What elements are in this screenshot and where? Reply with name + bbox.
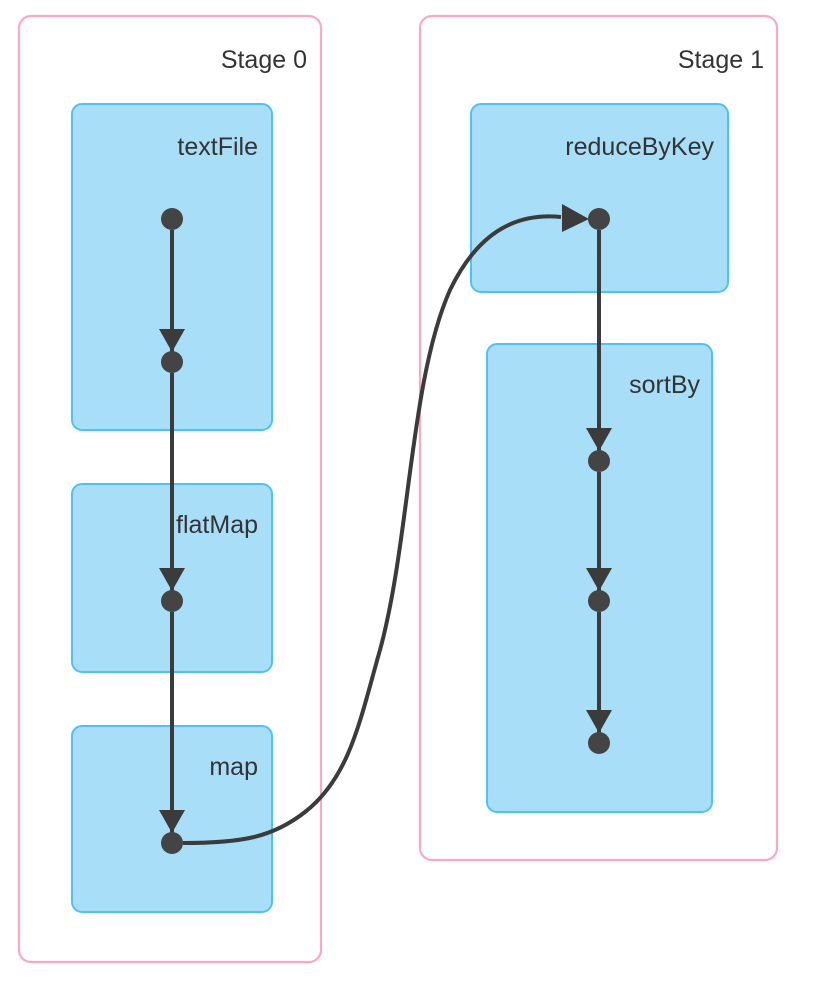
operation-reducebykey[interactable]: reduceByKey: [470, 103, 729, 293]
rdd-node-2[interactable]: [161, 590, 183, 612]
arrowhead-down-rdd2: [159, 568, 185, 591]
arrowheads-layer: [159, 204, 612, 833]
arrowhead-down-rdd6: [586, 568, 612, 591]
stage-1-label: Stage 1: [678, 46, 764, 74]
operation-reducebykey-label: reduceByKey: [565, 133, 714, 161]
operation-sortby-label: sortBy: [629, 371, 700, 399]
rdd-node-0[interactable]: [161, 208, 183, 230]
rdd-node-3[interactable]: [161, 832, 183, 854]
arrowhead-down-rdd7: [586, 710, 612, 733]
rdd-node-4[interactable]: [588, 208, 610, 230]
operation-flatmap-label: flatMap: [176, 511, 258, 539]
rdd-nodes-layer: [161, 208, 610, 854]
rdd-node-1[interactable]: [161, 351, 183, 373]
arrowhead-down-rdd3: [159, 810, 185, 833]
edges-layer: [170, 214, 601, 845]
arrowhead-right-rdd4: [562, 204, 589, 232]
stage-0-label: Stage 0: [221, 46, 307, 74]
rdd-node-6[interactable]: [588, 590, 610, 612]
operation-map-label: map: [209, 753, 258, 781]
operation-textfile-label: textFile: [177, 133, 258, 161]
edge-map-to-reducebykey-shuffle: [182, 214, 562, 845]
arrowhead-down-rdd5: [586, 428, 612, 451]
arrowhead-down-rdd1: [159, 329, 185, 352]
rdd-node-5[interactable]: [588, 450, 610, 472]
rdd-node-7[interactable]: [588, 732, 610, 754]
